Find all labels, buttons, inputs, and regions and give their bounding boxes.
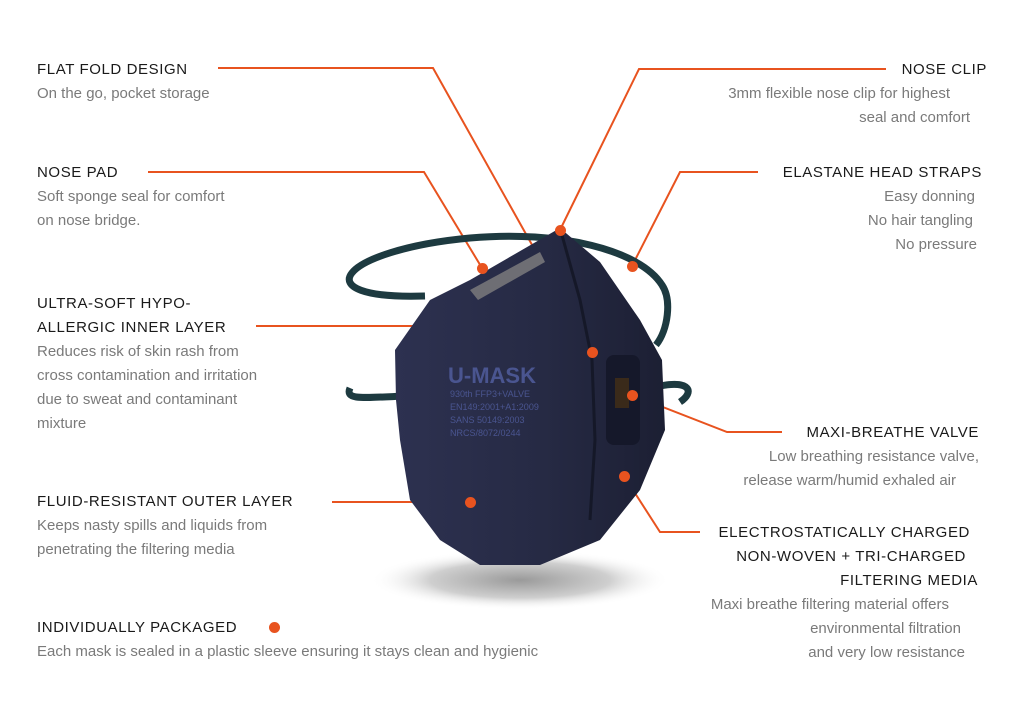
valve-vent xyxy=(615,378,629,408)
mask-print-line: NRCS/8072/0244 xyxy=(450,428,521,438)
mask-fold xyxy=(558,227,597,521)
feature-desc: Soft sponge seal for comfort xyxy=(37,188,225,205)
mask-print-line: 930th FFP3+VALVE xyxy=(450,389,530,399)
mask-print-line: SANS 50149:2003 xyxy=(450,415,525,425)
feature-desc: Reduces risk of skin rash from xyxy=(37,343,239,360)
mask-shadow xyxy=(370,550,670,610)
feature-desc: No hair tangling xyxy=(867,212,973,229)
feature-flat-fold: FLAT FOLD DESIGN On the go, pocket stora… xyxy=(37,58,210,106)
mask-brand: U-MASK xyxy=(448,363,536,388)
feature-desc: penetrating the filtering media xyxy=(37,541,235,558)
dot-valve xyxy=(627,390,638,401)
feature-title: ELASTANE HEAD STRAPS xyxy=(782,164,982,181)
dot-inner-layer xyxy=(587,347,598,358)
feature-desc: environmental filtration xyxy=(810,620,961,637)
line-nose-clip xyxy=(559,68,886,231)
feature-title: ELECTROSTATICALLY CHARGED xyxy=(718,524,970,541)
feature-title: NON-WOVEN + TRI-CHARGED xyxy=(736,548,966,565)
feature-desc: cross contamination and irritation xyxy=(37,367,258,384)
feature-title: NOSE PAD xyxy=(37,164,119,181)
feature-desc: due to sweat and contaminant xyxy=(37,391,238,408)
mask-print-line: EN149:2001+A1:2009 xyxy=(450,402,539,412)
feature-desc: on nose bridge. xyxy=(37,212,141,229)
upper-strap xyxy=(346,232,672,348)
dot-nose-clip xyxy=(555,225,566,236)
nose-pad xyxy=(470,252,545,300)
feature-packaged: INDIVIDUALLY PACKAGED Each mask is seale… xyxy=(37,616,538,664)
lower-strap xyxy=(345,386,406,401)
feature-nose-clip: NOSE CLIP 3mm flexible nose clip for hig… xyxy=(728,58,987,130)
lower-strap-right xyxy=(659,381,692,405)
feature-desc: Easy donning xyxy=(884,188,975,205)
feature-title: ULTRA-SOFT HYPO- xyxy=(37,295,192,312)
feature-outer-layer: FLUID-RESISTANT OUTER LAYER Keeps nasty … xyxy=(37,490,293,562)
feature-title: FLAT FOLD DESIGN xyxy=(37,61,188,78)
feature-valve: MAXI-BREATHE VALVE Low breathing resista… xyxy=(743,421,979,493)
feature-head-straps: ELASTANE HEAD STRAPS Easy donning No hai… xyxy=(783,161,982,257)
feature-title: ALLERGIC INNER LAYER xyxy=(37,319,227,336)
feature-inner-layer: ULTRA-SOFT HYPO- ALLERGIC INNER LAYER Re… xyxy=(37,292,257,436)
feature-desc: No pressure xyxy=(895,236,977,253)
feature-filter-media: ELECTROSTATICALLY CHARGED NON-WOVEN + TR… xyxy=(711,521,978,665)
feature-nose-pad: NOSE PAD Soft sponge seal for comfort on… xyxy=(37,161,225,233)
feature-desc: 3mm flexible nose clip for highest xyxy=(728,85,950,102)
dot-filter-media xyxy=(619,471,630,482)
feature-title: NOSE CLIP xyxy=(901,61,987,78)
feature-desc: Maxi breathe filtering material offers xyxy=(710,596,949,613)
feature-desc: mixture xyxy=(37,415,87,432)
dot-nose-pad xyxy=(477,263,488,274)
feature-title: FILTERING MEDIA xyxy=(840,572,978,589)
feature-desc: and very low resistance xyxy=(808,644,965,661)
feature-title: MAXI-BREATHE VALVE xyxy=(806,424,979,441)
feature-desc: Each mask is sealed in a plastic sleeve … xyxy=(37,643,539,660)
feature-desc: release warm/humid exhaled air xyxy=(743,472,956,489)
dot-packaged xyxy=(269,622,280,633)
line-head-straps xyxy=(631,171,758,267)
feature-desc: Low breathing resistance valve, xyxy=(768,448,979,465)
mask-body xyxy=(395,228,665,565)
feature-desc: seal and comfort xyxy=(859,109,970,126)
feature-title: FLUID-RESISTANT OUTER LAYER xyxy=(37,493,294,510)
dot-outer-layer xyxy=(465,497,476,508)
feature-desc: On the go, pocket storage xyxy=(37,85,210,102)
dot-head-straps xyxy=(627,261,638,272)
feature-desc: Keeps nasty spills and liquids from xyxy=(37,517,268,534)
feature-title: INDIVIDUALLY PACKAGED xyxy=(37,619,238,636)
